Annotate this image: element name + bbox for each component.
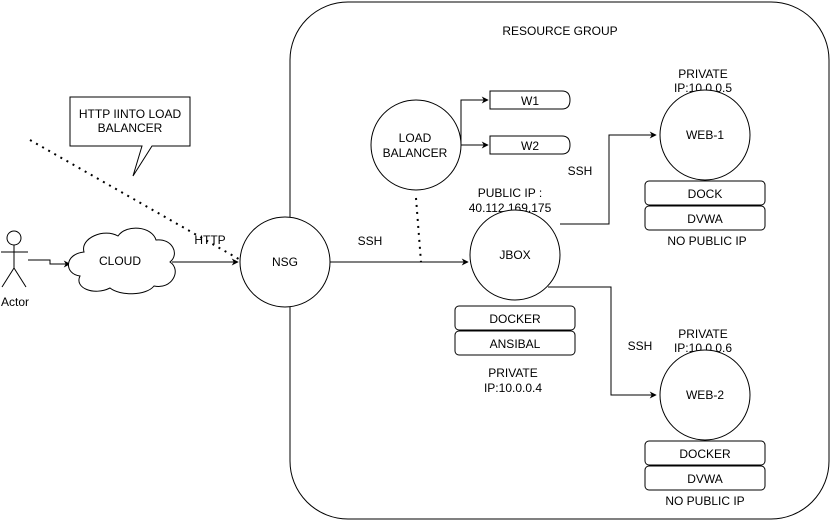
web2-software-docker: DOCKER xyxy=(679,447,731,461)
web2-no-public-ip: NO PUBLIC IP xyxy=(665,494,744,508)
web1-software-dock-box xyxy=(644,180,766,206)
jbox-private-line2: IP:10.0.0.4 xyxy=(484,381,542,395)
jbox-private-line1: PRIVATE xyxy=(488,366,538,380)
jbox-public-ip-line1: PUBLIC IP : xyxy=(478,186,542,200)
load-balancer-line1: LOAD xyxy=(399,131,432,145)
cloud-shape xyxy=(68,227,176,295)
web2-private-line1: PRIVATE xyxy=(678,327,728,341)
web1-private-line1: PRIVATE xyxy=(678,67,728,81)
load-balancer-line2: BALANCER xyxy=(383,146,448,160)
callout-line1: HTTP IINTO LOAD xyxy=(79,107,182,121)
jbox-software-ansibal-box xyxy=(454,330,576,356)
edge-lb-w1 xyxy=(460,96,489,145)
edge-jbox-web2 xyxy=(548,286,657,399)
web1-node xyxy=(659,89,751,181)
web2-software-docker-box xyxy=(644,440,766,466)
jbox-software-docker-box xyxy=(454,305,576,331)
web2-software-dvwa: DVWA xyxy=(687,472,723,486)
edge-actor-cloud xyxy=(28,259,71,268)
w1-box xyxy=(489,90,571,110)
http-edge-label: HTTP xyxy=(194,233,225,247)
jbox-software-docker: DOCKER xyxy=(489,312,541,326)
jbox-label: JBOX xyxy=(499,248,530,262)
actor-label: Actor xyxy=(1,295,29,309)
jbox-software-ansibal: ANSIBAL xyxy=(490,337,541,351)
actor-icon xyxy=(1,230,28,288)
w2-label: W2 xyxy=(521,139,539,153)
load-balancer-node xyxy=(370,99,462,191)
ssh-web1-label: SSH xyxy=(568,164,593,178)
ssh-web2-label: SSH xyxy=(628,339,653,353)
cloud-label: CLOUD xyxy=(99,254,141,268)
callout-box xyxy=(69,96,191,177)
callout-line2: BALANCER xyxy=(98,121,163,135)
resource-group-label: RESOURCE GROUP xyxy=(502,24,617,38)
ssh-nsg-jbox-label: SSH xyxy=(358,234,383,248)
web1-software-dvwa-box xyxy=(644,205,766,231)
web2-software-dvwa-box xyxy=(644,465,766,491)
web1-no-public-ip: NO PUBLIC IP xyxy=(667,234,746,248)
edge-jbox-web1 xyxy=(560,131,657,225)
w2-box xyxy=(489,135,571,155)
web1-label: WEB-1 xyxy=(686,128,724,142)
w1-label: W1 xyxy=(521,94,539,108)
jbox-node xyxy=(469,209,561,301)
web2-node xyxy=(659,349,751,441)
web2-label: WEB-2 xyxy=(686,388,724,402)
web1-software-dock: DOCK xyxy=(688,187,723,201)
nsg-label: NSG xyxy=(272,255,298,269)
jbox-public-ip-line2: 40.112.169.175 xyxy=(469,201,552,215)
web1-software-dvwa: DVWA xyxy=(687,212,723,226)
